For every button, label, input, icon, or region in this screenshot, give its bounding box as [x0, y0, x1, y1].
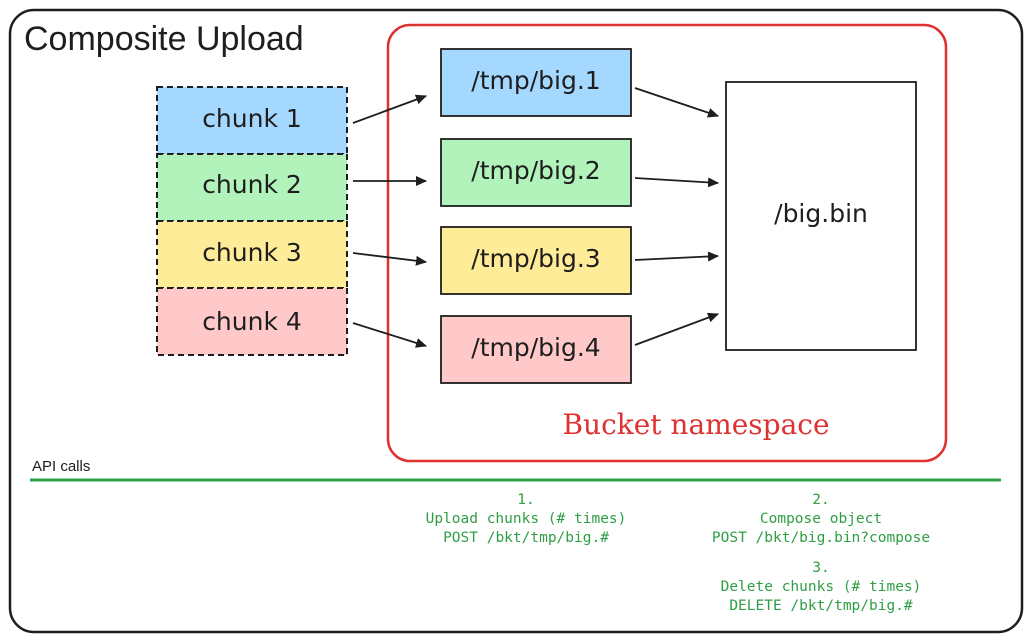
chunk-label: chunk 3: [202, 238, 302, 267]
temp-object-label: /tmp/big.3: [471, 244, 600, 273]
chunk-box: chunk 1: [156, 86, 348, 155]
chunk-rect: [156, 86, 348, 155]
temp-object-label: /tmp/big.1: [471, 66, 600, 95]
final-object-label: /big.bin: [774, 199, 868, 228]
temp-object-rect: [440, 138, 632, 207]
api-step-line: Compose object: [760, 511, 882, 527]
api-step-line: Delete chunks (# times): [721, 579, 922, 595]
chunk-rect: [156, 287, 348, 356]
bucket-namespace-label: Bucket namespace: [562, 408, 829, 441]
final-object-box: /big.bin: [725, 81, 917, 351]
chunk-label: chunk 2: [202, 170, 302, 199]
chunk-box: chunk 3: [156, 220, 348, 289]
arrow: [634, 251, 719, 262]
chunk-label: chunk 1: [202, 104, 302, 133]
api-calls-label: API calls: [32, 458, 90, 475]
diagram-title: Composite Upload: [24, 20, 304, 58]
arrow: [352, 322, 427, 348]
temp-object-box: /tmp/big.1: [440, 48, 632, 117]
chunk-rect: [156, 153, 348, 222]
arrow: [634, 177, 719, 188]
api-step-2: 2. Compose object POST /bkt/big.bin?comp…: [712, 492, 930, 546]
api-step-line: 2.: [812, 492, 829, 508]
final-object-rect: [725, 81, 917, 351]
compose-arrows: [634, 87, 719, 346]
chunk-rect: [156, 220, 348, 289]
api-step-1: 1. Upload chunks (# times) POST /bkt/tmp…: [426, 492, 627, 546]
temp-object-label: /tmp/big.4: [471, 333, 600, 362]
temp-object-label: /tmp/big.2: [471, 156, 600, 185]
api-step-line: Upload chunks (# times): [426, 511, 627, 527]
temp-objects: /tmp/big.1 /tmp/big.2 /tmp/big.3 /tmp/bi…: [440, 48, 632, 384]
chunk-box: chunk 2: [156, 153, 348, 222]
api-step-line: DELETE /bkt/tmp/big.#: [729, 598, 913, 614]
temp-object-rect: [440, 48, 632, 117]
api-step-3: 3. Delete chunks (# times) DELETE /bkt/t…: [721, 560, 922, 614]
chunk-box: chunk 4: [156, 287, 348, 356]
arrow: [352, 94, 427, 124]
chunk-label: chunk 4: [202, 307, 302, 336]
api-step-line: POST /bkt/big.bin?compose: [712, 530, 930, 546]
temp-object-box: /tmp/big.4: [440, 315, 632, 384]
chunk-stack: chunk 1 chunk 2 chunk 3 chunk 4: [156, 86, 348, 356]
api-step-line: POST /bkt/tmp/big.#: [443, 530, 609, 546]
temp-object-box: /tmp/big.3: [440, 226, 632, 295]
temp-object-rect: [440, 315, 632, 384]
arrow: [634, 87, 719, 118]
arrow: [634, 312, 719, 346]
upload-arrows: [352, 94, 427, 348]
api-step-line: 1.: [517, 492, 534, 508]
temp-object-box: /tmp/big.2: [440, 138, 632, 207]
api-step-line: 3.: [812, 560, 829, 576]
bucket-namespace-box: [386, 23, 948, 463]
arrow: [352, 252, 427, 266]
temp-object-rect: [440, 226, 632, 295]
